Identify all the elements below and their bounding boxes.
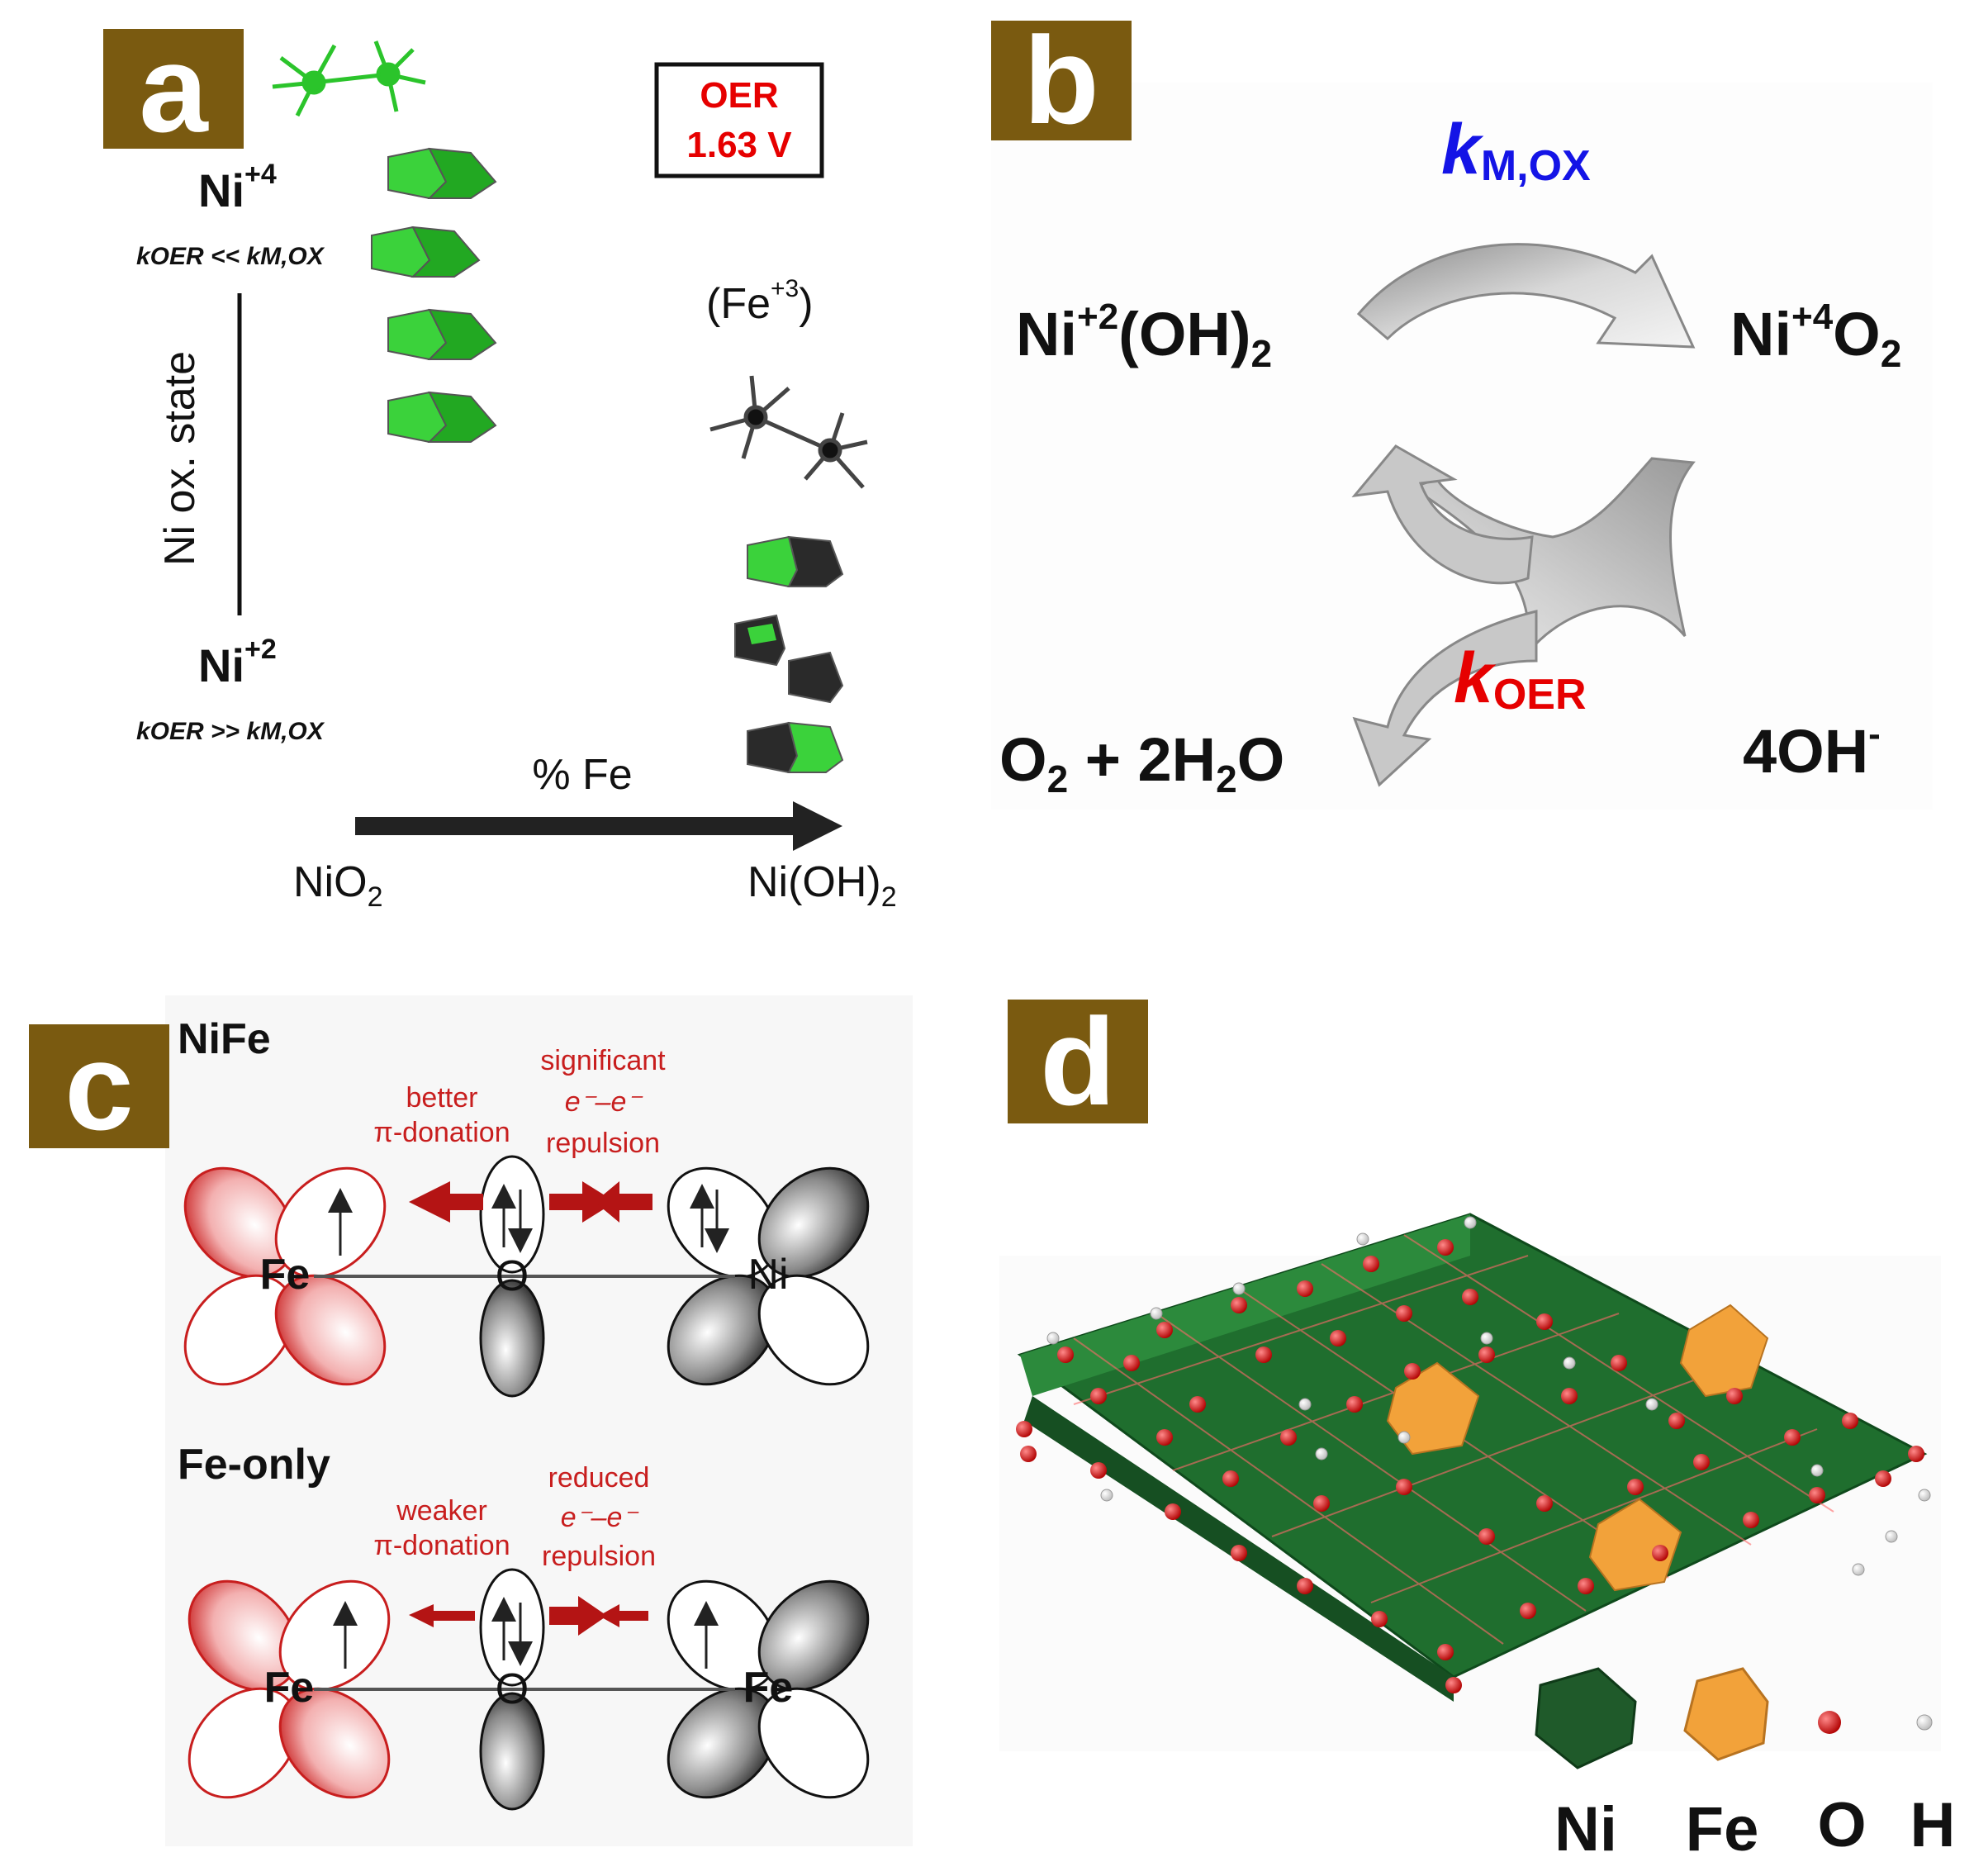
legend-ni-label: Ni [1554, 1794, 1617, 1864]
nife-atom-ni: Ni [747, 1251, 788, 1299]
ni2-relation: kOER >> kM,OX [136, 718, 325, 745]
feonly-atom-fe-right: Fe [743, 1664, 794, 1712]
panel-c-label-box [29, 1024, 169, 1148]
legend-o-label: O [1817, 1790, 1866, 1860]
nife-orbital-diagram [183, 1155, 870, 1398]
ni2-label: Ni+2 [198, 634, 277, 691]
panel-c: c NiFe better π-donation significant e⁻–… [29, 995, 913, 1846]
oer-box-line1: OER [700, 75, 778, 116]
legend: Ni Fe O H [1535, 1667, 1956, 1864]
panel-b-label-box [991, 21, 1132, 140]
nife-right-note-3: repulsion [546, 1128, 660, 1159]
nife-left-note-2: π-donation [373, 1117, 510, 1148]
panel-b-label: b [1023, 11, 1099, 150]
panel-c-label: c [64, 1017, 133, 1156]
legend-fe-icon [1683, 1667, 1769, 1761]
feonly-right-note-1: reduced [548, 1462, 650, 1494]
product-label: Ni+4O2 [1730, 297, 1901, 375]
legend-ni-icon [1535, 1667, 1637, 1769]
panel-a: a OER 1.63 V Ni+4 kOER << kM,OX Ni ox. s… [103, 17, 929, 917]
oer-box-line2: 1.63 V [686, 125, 792, 165]
panel-d-label: d [1040, 992, 1116, 1131]
nife-right-note-1: significant [540, 1045, 666, 1076]
legend-h-icon [1916, 1714, 1933, 1731]
fe3-label: (Fe+3) [706, 275, 814, 328]
ni-octahedra-stack-icon [371, 147, 497, 444]
nife-octahedra-stack-icon [734, 535, 844, 774]
nife-right-note-2: e⁻–e⁻ [565, 1086, 644, 1118]
feonly-left-note-2: π-donation [373, 1530, 510, 1561]
oer-box [654, 62, 824, 178]
reactant-label: Ni+2(OH)2 [1016, 297, 1272, 375]
hydroxide-label: 4OH- [1743, 714, 1881, 786]
ni4-molecule-icon [272, 40, 426, 117]
fe-percent-label: % Fe [532, 751, 632, 799]
feonly-orbital-diagram [187, 1568, 870, 1811]
fe-molecule-icon [709, 375, 868, 489]
o2-water-label: O2 + 2H2O [999, 725, 1284, 800]
panel-b: b kM,OX Ni+2(OH)2 Ni+4O2 kOER O2 + 2H2O … [991, 11, 1933, 810]
nife-title: NiFe [178, 1015, 271, 1063]
feonly-title: Fe-only [178, 1441, 330, 1489]
ni4-label: Ni+4 [198, 159, 277, 216]
ldh-lattice-icon [1016, 1213, 1931, 1702]
feonly-right-note-3: repulsion [542, 1541, 656, 1572]
nife-atom-fe: Fe [260, 1251, 311, 1299]
legend-h-label: H [1910, 1790, 1956, 1860]
oer-arrow-up-left-icon [1351, 444, 1534, 585]
nife-atom-o: O [496, 1252, 529, 1300]
feonly-atom-o: O [496, 1665, 529, 1713]
ni4-relation: kOER << kM,OX [136, 243, 325, 270]
panel-d: d [999, 992, 1955, 1864]
k-oer-label: kOER [1454, 639, 1587, 719]
feonly-left-note-1: weaker [396, 1495, 487, 1527]
legend-fe-label: Fe [1686, 1794, 1759, 1864]
y-axis-label: Ni ox. state [156, 351, 204, 566]
oxidation-arrow-icon [1356, 243, 1696, 349]
nife-left-note-1: better [406, 1082, 478, 1114]
panel-a-label-box [103, 29, 244, 149]
legend-o-icon [1818, 1711, 1841, 1734]
panel-d-label-box [1008, 1000, 1148, 1123]
fe-arrow-head-icon [793, 801, 842, 851]
oer-arrow-right-icon [1409, 457, 1696, 657]
panel-a-label: a [139, 19, 209, 158]
nio2-label: NiO2 [293, 858, 382, 913]
nioh2-label: Ni(OH)2 [747, 858, 897, 913]
feonly-right-note-2: e⁻–e⁻ [561, 1502, 640, 1533]
feonly-atom-fe-left: Fe [264, 1664, 315, 1712]
oer-arrow-down-left-icon [1352, 610, 1538, 787]
k-mox-label: kM,OX [1441, 110, 1591, 190]
